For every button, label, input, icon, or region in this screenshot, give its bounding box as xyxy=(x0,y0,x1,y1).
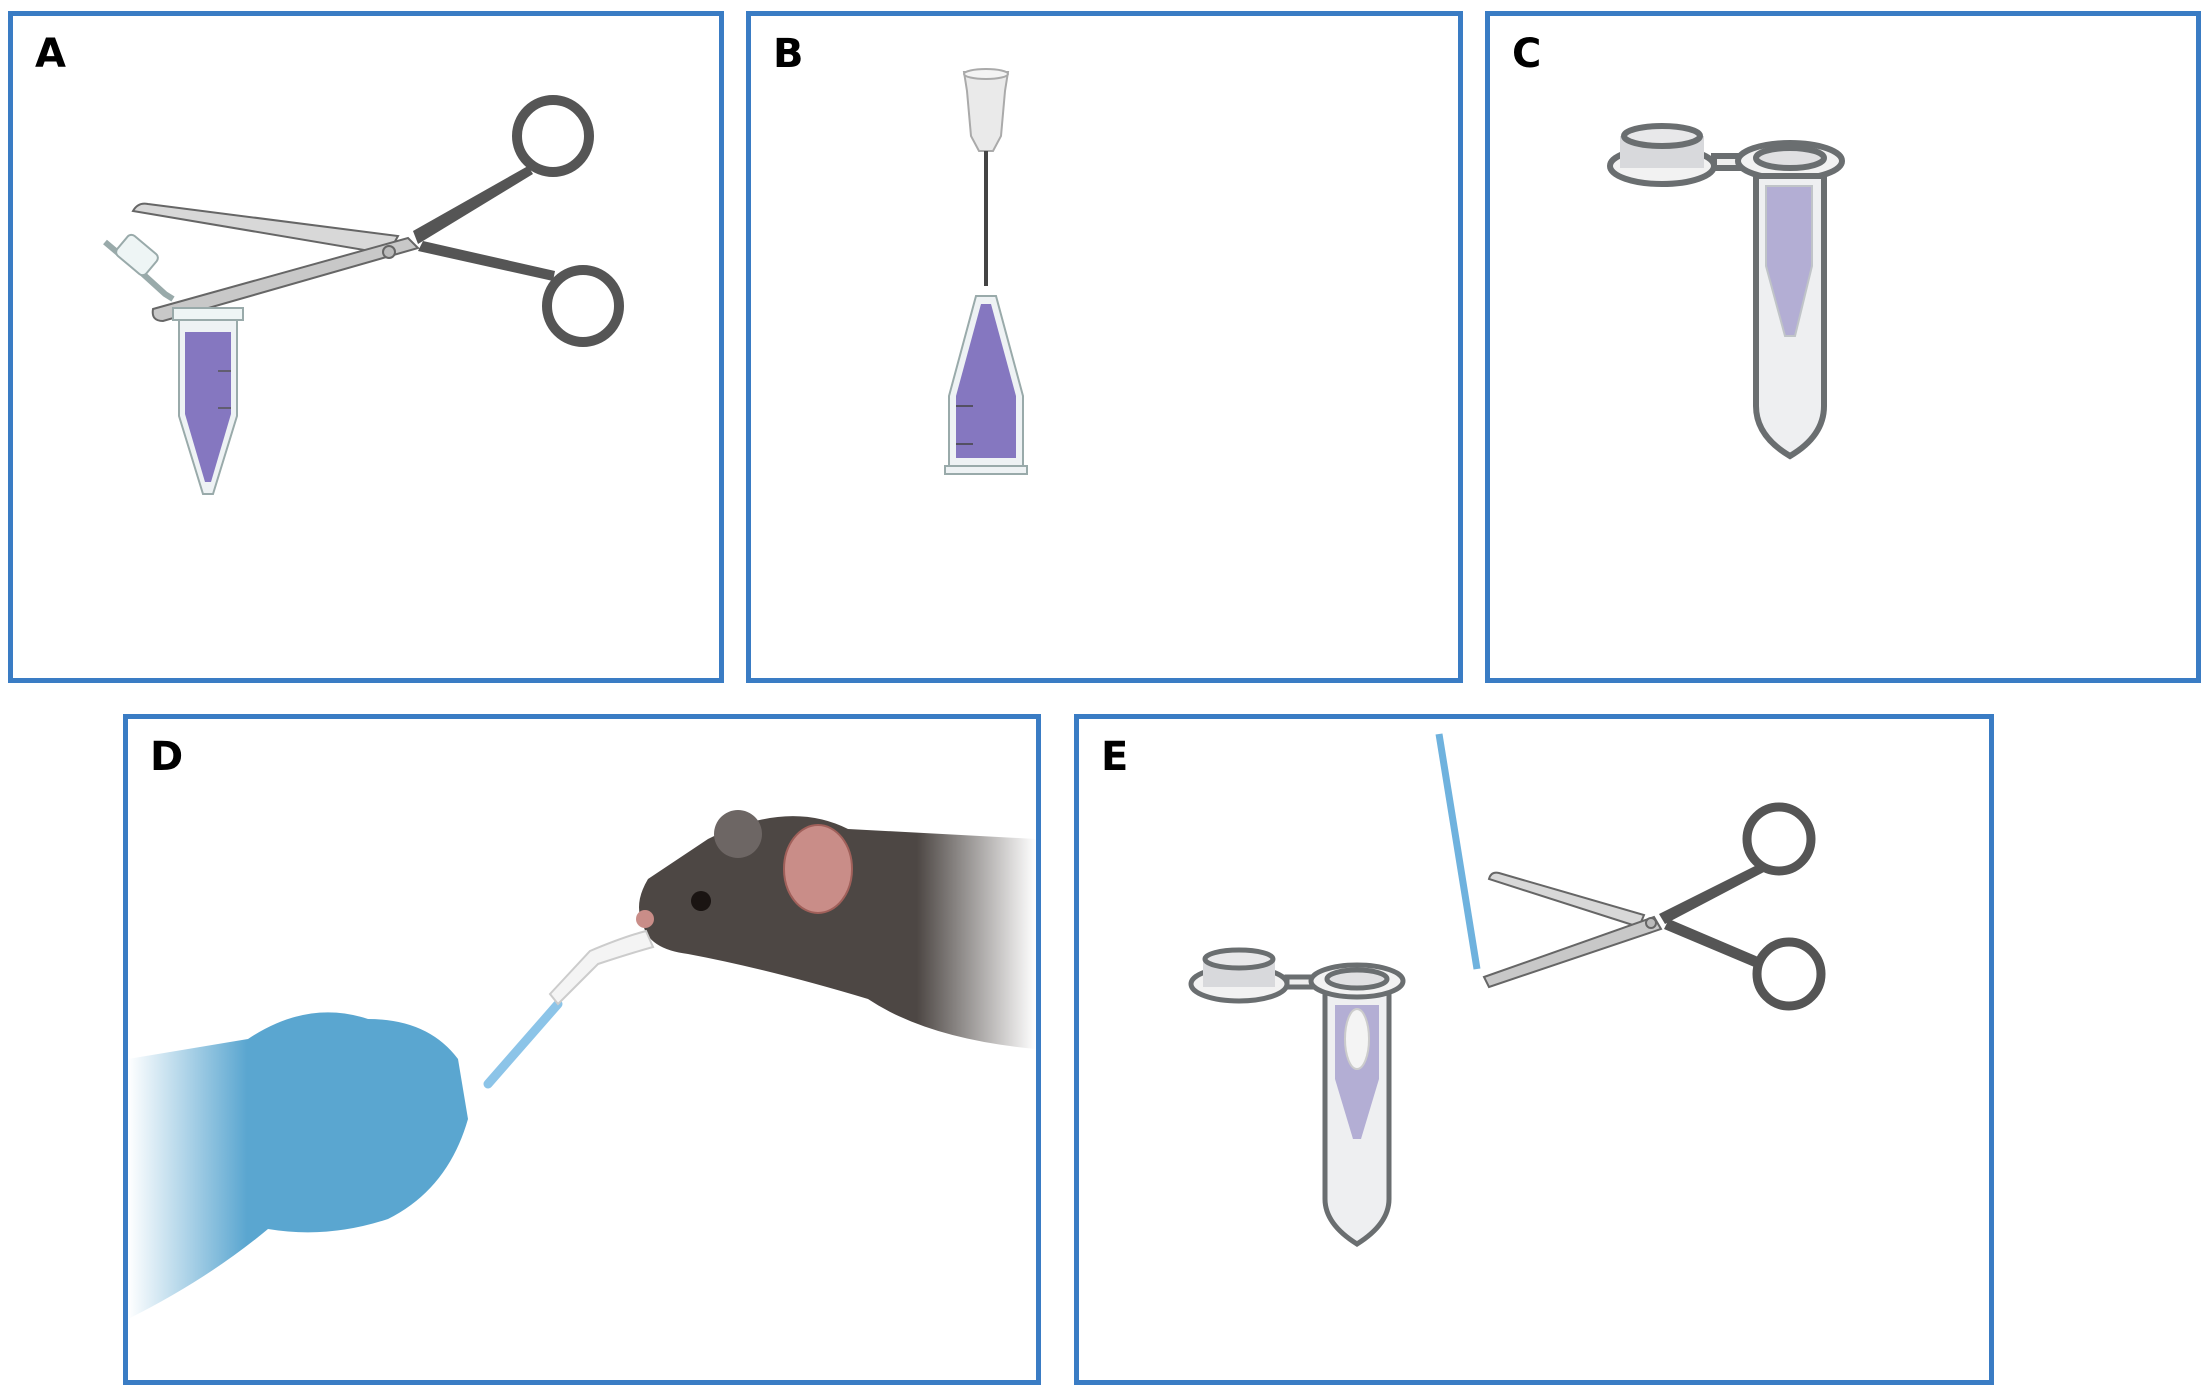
panel-d: D xyxy=(123,714,1041,1385)
panel-label-c: C xyxy=(1512,31,1542,77)
swab-tip-icon xyxy=(1344,1008,1370,1070)
mouse-icon xyxy=(636,810,1036,1049)
needle-hub-icon xyxy=(962,68,1010,152)
gloved-hand-icon xyxy=(128,1012,468,1319)
scissors-icon xyxy=(131,95,624,347)
scissors-cut-tube-illustration xyxy=(103,95,624,495)
panel-a: A xyxy=(8,11,724,683)
conical-tube-icon xyxy=(944,295,1028,475)
panel-label-b: B xyxy=(773,31,804,77)
swab-icon xyxy=(483,929,655,1089)
panel-label-a: A xyxy=(35,31,66,77)
screw-cap-tube-illustration xyxy=(1607,123,1845,460)
swab-shaft-icon xyxy=(1435,733,1481,970)
mouse-swab-illustration xyxy=(128,810,1036,1319)
outer-tube-icon xyxy=(1753,173,1827,460)
panel-e: E xyxy=(1074,714,1994,1385)
panel-b: B xyxy=(746,11,1463,683)
needle-tube-illustration xyxy=(944,68,1028,475)
panel-label-d: D xyxy=(150,734,184,780)
cut-swab-in-tube-illustration xyxy=(1188,733,1826,1247)
panel-label-e: E xyxy=(1101,734,1129,780)
scissors-icon xyxy=(1482,802,1826,1011)
panel-c: C xyxy=(1485,11,2201,683)
microcentrifuge-tube-icon xyxy=(103,233,244,495)
